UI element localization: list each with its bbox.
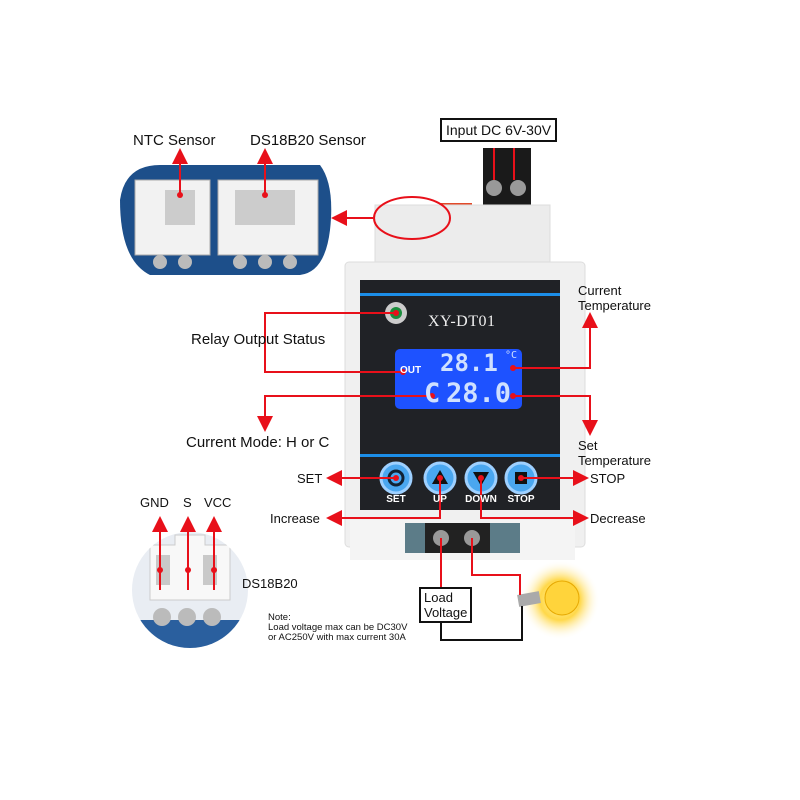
leader-lines bbox=[152, 148, 598, 590]
set-temperature-label-2: Temperature bbox=[578, 453, 651, 468]
input-dc-label: Input DC 6V-30V bbox=[440, 118, 558, 142]
s-label: S bbox=[183, 495, 192, 510]
load-voltage-line-2: Voltage bbox=[424, 605, 468, 620]
device-body bbox=[344, 148, 586, 560]
decrease-label: Decrease bbox=[590, 511, 646, 526]
current-mode-label: Current Mode: H or C bbox=[186, 434, 330, 451]
load-wires bbox=[440, 538, 521, 595]
load-voltage-line-1: Load bbox=[424, 590, 453, 605]
set-temperature-display: 28.0 bbox=[446, 378, 512, 409]
current-temperature-label-2: Temperature bbox=[578, 298, 651, 313]
relay-output-status-label: Relay Output Status bbox=[191, 331, 326, 348]
jp7-label: JP7 bbox=[228, 276, 246, 287]
load-voltage-box: Load Voltage bbox=[419, 587, 473, 623]
ds18b20-label: DS18B20 bbox=[242, 576, 298, 591]
celsius-unit: °C bbox=[505, 350, 518, 361]
marker-dots bbox=[157, 192, 524, 573]
set-temperature-label-1: Set bbox=[578, 438, 598, 453]
note: Note: Load voltage max can be DC30V or A… bbox=[268, 613, 407, 643]
sensor-connector-inset bbox=[120, 165, 332, 275]
gnd-label: GND bbox=[140, 495, 169, 510]
set-label: SET bbox=[297, 471, 323, 486]
increase-label: Increase bbox=[270, 511, 320, 526]
note-line-1: Load voltage max can be DC30V bbox=[268, 622, 408, 633]
up-button[interactable]: UP bbox=[433, 494, 447, 505]
down-button[interactable]: DOWN bbox=[465, 494, 497, 505]
stop-button[interactable]: STOP bbox=[507, 494, 535, 505]
out-indicator: OUT bbox=[400, 365, 422, 376]
stop-label: STOP bbox=[590, 471, 626, 486]
note-title: Note: bbox=[268, 612, 291, 623]
mode-display: C bbox=[424, 378, 441, 409]
set-button[interactable]: SET bbox=[386, 494, 406, 505]
note-line-2: or AC250V with max current 30A bbox=[268, 632, 406, 643]
ntc-sensor-label: NTC Sensor bbox=[133, 132, 216, 149]
load-wire-black bbox=[440, 606, 523, 641]
current-temperature-label-1: Current bbox=[578, 283, 622, 298]
ds18b20-connector-inset bbox=[132, 532, 248, 648]
model-name: XY-DT01 bbox=[428, 313, 496, 330]
ds18b20-sensor-label: DS18B20 Sensor bbox=[250, 132, 366, 149]
vcc-label: VCC bbox=[204, 495, 232, 510]
light-bulb-icon bbox=[517, 560, 600, 640]
current-temperature-display: 28.1 bbox=[440, 349, 498, 377]
